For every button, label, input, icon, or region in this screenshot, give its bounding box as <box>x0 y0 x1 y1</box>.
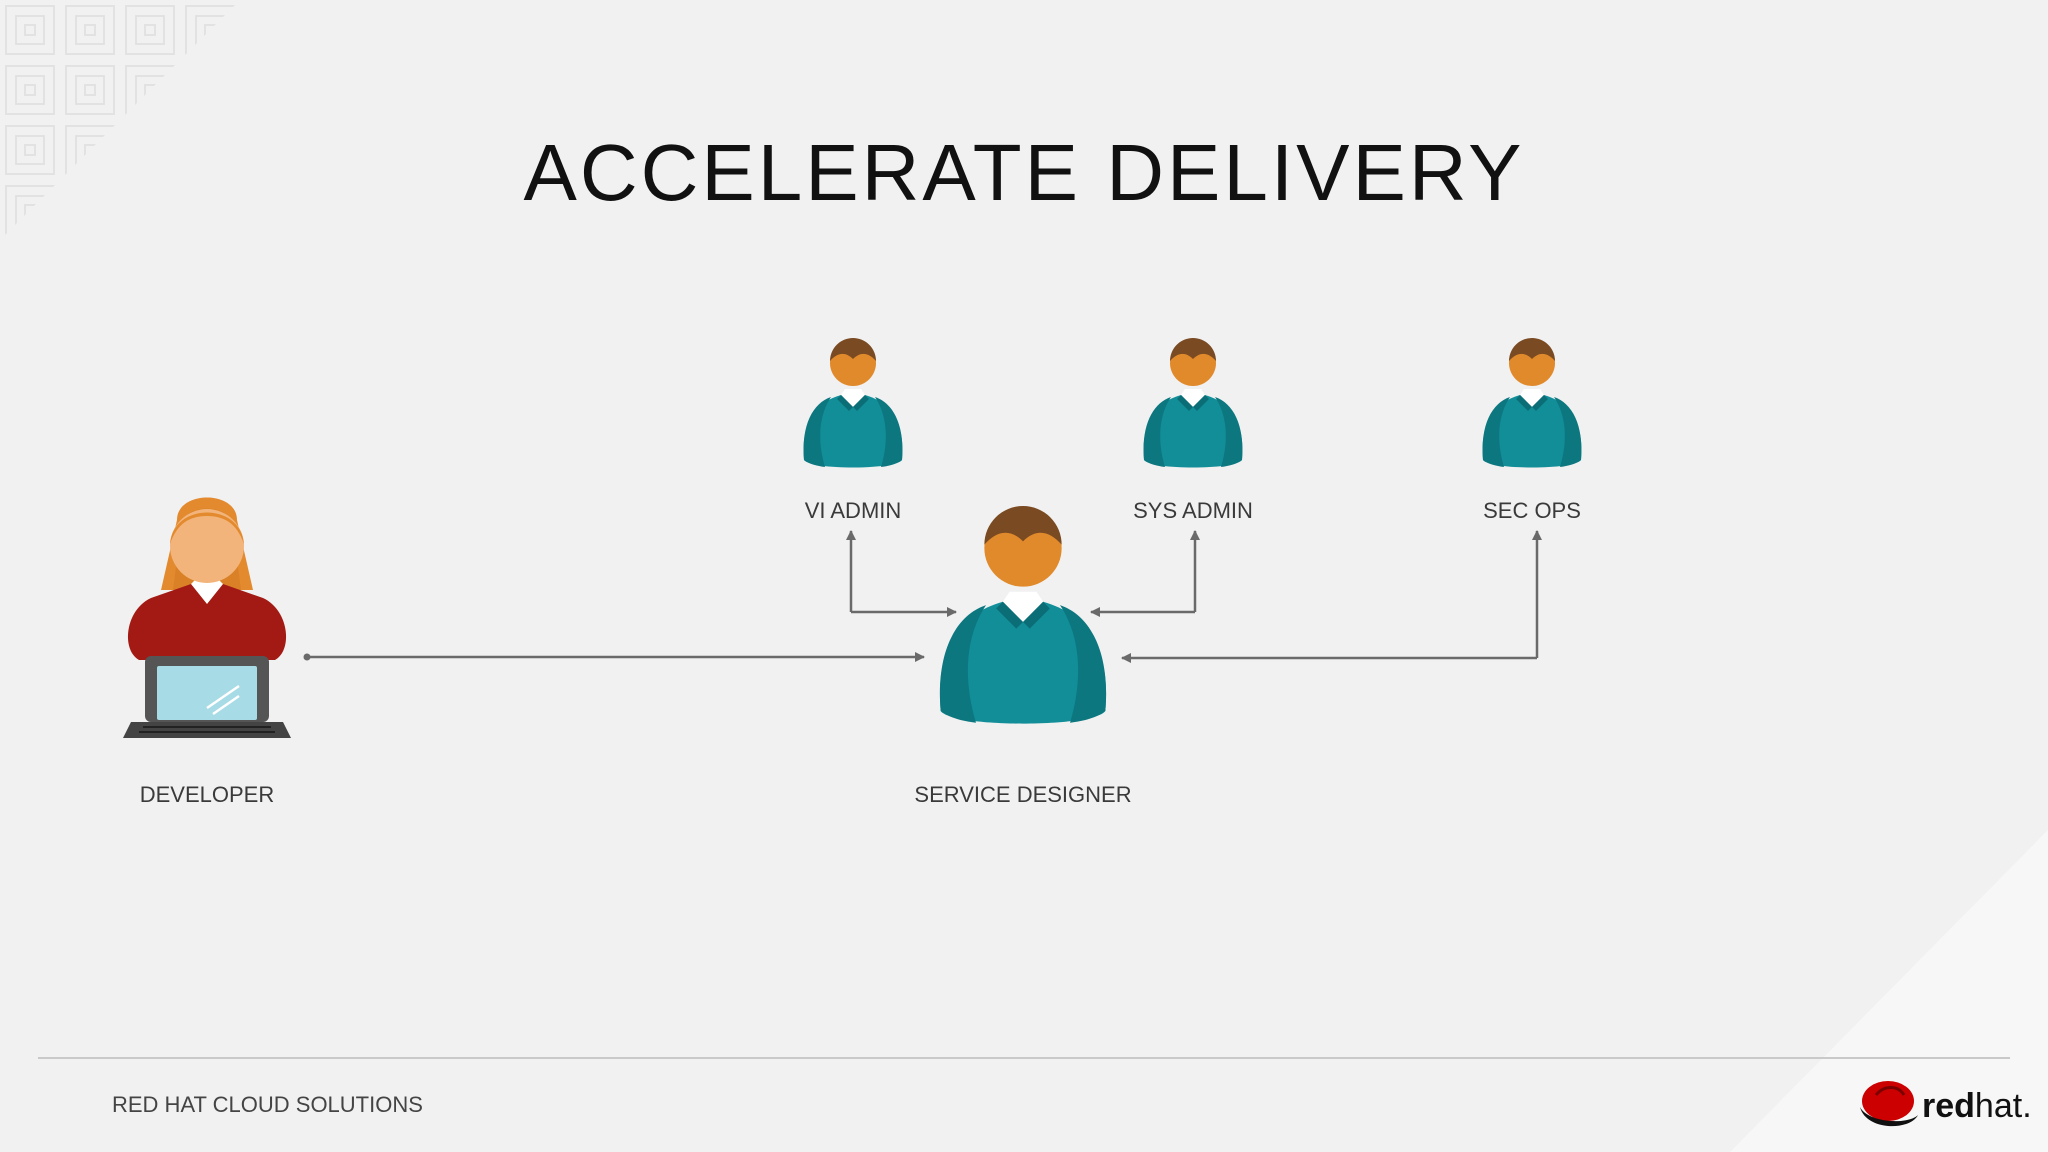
service-designer-person-icon <box>939 506 1107 724</box>
slide-title: ACCELERATE DELIVERY <box>523 128 1524 217</box>
corner-pattern <box>0 0 240 240</box>
sec-ops-person-icon <box>1482 338 1582 468</box>
developer-label: DEVELOPER <box>140 782 275 807</box>
service-designer-label: SERVICE DESIGNER <box>914 782 1131 807</box>
redhat-logo-text: redhat. <box>1922 1087 2032 1125</box>
sys-admin-label: SYS ADMIN <box>1133 498 1253 523</box>
sec-ops-label: SEC OPS <box>1483 498 1581 523</box>
logo-text-red: red <box>1922 1087 1975 1125</box>
vi-admin-label: VI ADMIN <box>805 498 902 523</box>
developer-person-icon <box>123 497 291 738</box>
logo-text-hat: hat <box>1975 1087 2023 1125</box>
logo-text-mark: . <box>2022 1087 2031 1125</box>
redhat-fedora-icon <box>1860 1081 1918 1127</box>
footer-text: RED HAT CLOUD SOLUTIONS <box>112 1092 423 1117</box>
connectors <box>303 530 1542 663</box>
vi-admin-person-icon <box>803 338 903 468</box>
corner-sheen <box>1730 830 2048 1152</box>
sys-admin-person-icon <box>1143 338 1243 468</box>
